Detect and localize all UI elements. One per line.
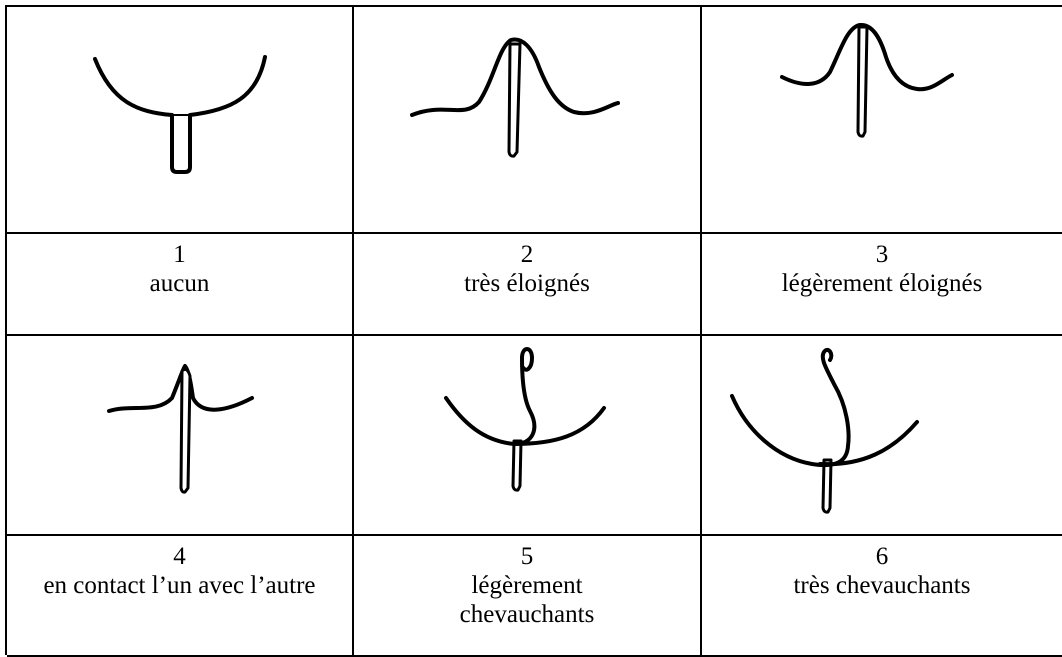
caption-cell-6: 6 très chevauchants — [702, 536, 1062, 657]
item-label: légèrement éloignés — [781, 270, 983, 297]
caption-cell-3: 3 légèrement éloignés — [702, 234, 1062, 336]
item-number: 6 — [875, 543, 889, 570]
touching-flower-icon — [107, 364, 254, 494]
item-number: 2 — [520, 241, 534, 268]
caption-cell-4: 4 en contact l’un avec l’autre — [7, 536, 354, 657]
caption-cell-1: 1 aucun — [7, 234, 354, 336]
far-apart-flower-icon — [410, 37, 620, 158]
item-label: légèrement chevauchants — [459, 572, 595, 628]
caption-cell-5: 5 légèrement chevauchants — [354, 536, 702, 657]
item-number: 1 — [173, 241, 186, 268]
item-number: 4 — [173, 543, 186, 570]
slightly-apart-flower-icon — [780, 23, 954, 138]
item-number: 3 — [875, 241, 889, 268]
no-overlap-flower-icon — [93, 55, 267, 174]
item-label: très chevauchants — [793, 572, 971, 599]
drawing-cell-5 — [354, 336, 702, 536]
drawing-cell-1 — [7, 7, 354, 234]
drawing-cell-2 — [354, 7, 702, 234]
drawing-cell-4 — [7, 336, 354, 536]
item-label: en contact l’un avec l’autre — [43, 572, 316, 599]
caption-cell-2: 2 très éloignés — [354, 234, 702, 336]
item-label: aucun — [149, 270, 210, 297]
drawing-cell-3 — [702, 7, 1062, 234]
flower-shape-table: 1 aucun 2 très éloignés 3 légèrement élo… — [5, 5, 1062, 657]
drawing-cell-6 — [702, 336, 1062, 536]
item-label: très éloignés — [464, 270, 590, 297]
item-number: 5 — [520, 543, 534, 570]
slightly-overlapping-flower-icon — [444, 347, 606, 492]
very-overlapping-flower-icon — [730, 347, 919, 514]
